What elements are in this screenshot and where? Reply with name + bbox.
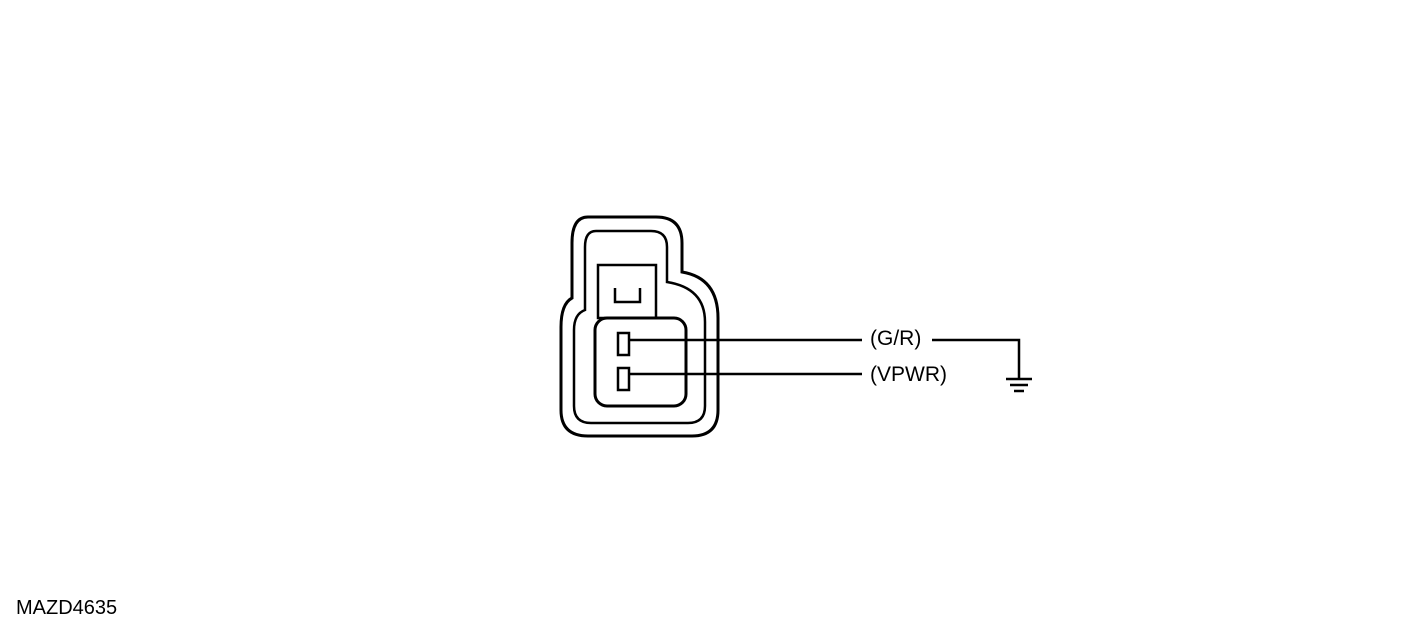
connector-housing-inner xyxy=(572,229,707,425)
pin-1 xyxy=(616,331,631,357)
figure-id: MAZD4635 xyxy=(16,597,118,619)
ground-icon xyxy=(1006,377,1032,393)
pin-2 xyxy=(616,366,631,392)
terminal-cavity xyxy=(593,316,688,408)
wire-label-vpwr: (VPWR) xyxy=(870,363,947,386)
ground-lead xyxy=(932,338,1021,378)
wire-label-gr: (G/R) xyxy=(870,327,922,350)
